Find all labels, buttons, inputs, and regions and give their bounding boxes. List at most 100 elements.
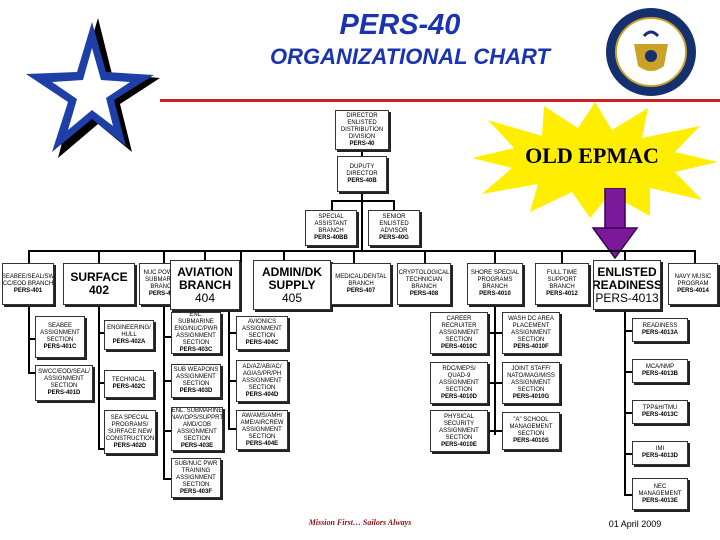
section-wash-dc-placement: WASH DC AREA PLACEMENT ASSIGNMENT SECTIO… <box>502 312 560 354</box>
node-text: TPP&H/TMU <box>642 405 678 411</box>
connector-line <box>353 250 355 263</box>
node-text: SUB WEAPONS ASSIGNMENT SECTION <box>173 367 219 387</box>
node-code: PERS-402C <box>112 384 146 390</box>
node-code: PERS-4014 <box>677 287 709 294</box>
section-engineering-hull: ENGINEERING/ HULL PERS-402A <box>104 320 154 350</box>
connector-line <box>98 448 104 450</box>
connector-line <box>240 250 242 263</box>
connector-line <box>624 494 632 496</box>
node-text: JOINT STAFF/ NATO/MAG/MISS ASSIGNMENT SE… <box>507 365 555 393</box>
node-code: PERS-4013A <box>641 330 679 336</box>
node-code: PERS-401C <box>43 344 77 350</box>
connector-line <box>488 332 502 334</box>
branch-enlisted-readiness: ENLISTED READINESS PERS-4013 <box>593 260 661 310</box>
node-text: SENIOR ENLISTED ADVISOR <box>379 214 409 234</box>
node-code: PERS-4013 <box>595 290 659 305</box>
connector-line <box>163 336 171 338</box>
connector-line <box>494 305 496 435</box>
node-text: AW/AMS/AMH/ AME/AIRCREW ASSIGNMENT SECTI… <box>240 412 284 440</box>
node-text: SEABEE/SEAL/SW CC/EOD BRANCH <box>2 273 54 287</box>
connector-line <box>204 250 206 263</box>
node-code: PERS-403F <box>179 488 212 495</box>
connector-line <box>98 250 100 263</box>
starburst-callout-icon <box>472 102 718 218</box>
branch-cryptological: CRYPTOLOGICAL TECHNICIAN BRANCH PERS-408 <box>397 263 451 305</box>
node-text: ENGINEERING/ HULL <box>107 324 151 338</box>
section-nec-management: NEC MANAGEMENT PERS-4013E <box>632 478 688 510</box>
section-aw-ams-amh: AW/AMS/AMH/ AME/AIRCREW ASSIGNMENT SECTI… <box>236 410 288 450</box>
section-imi: IMI PERS-4013D <box>632 441 688 465</box>
branch-medical-dental: MEDICAL/DENTAL BRANCH PERS-407 <box>331 263 391 305</box>
section-sub-eng-nuc-pwr: ENL. SUBMARINE ENG/NUC/PWR ASSIGNMENT SE… <box>171 312 221 354</box>
node-text: SPECIAL ASSISTANT BRANCH <box>314 214 348 234</box>
node-text: SUB/NUC PWR TRAINING ASSIGNMENT SECTION <box>174 460 218 488</box>
star-logo-icon <box>26 18 160 158</box>
section-sea-special-programs: SEA SPECIAL PROGRAMS/ SURFACE NEW CONSTR… <box>104 410 156 454</box>
footer-date: 01 April 2009 <box>608 519 662 529</box>
node-code: PERS-4013B <box>641 371 679 377</box>
node-text: AVIATION BRANCH <box>177 264 233 292</box>
node-code: PERS-404E <box>245 440 279 447</box>
section-career-recruiter: CAREER RECRUITER ASSIGNMENT SECTION PERS… <box>430 312 488 354</box>
connector-line <box>163 380 171 382</box>
connector-line <box>361 192 363 250</box>
connector-line <box>228 310 230 430</box>
node-code: 402 <box>88 283 110 297</box>
connector-line <box>393 200 395 210</box>
node-code: PERS-404C <box>245 340 279 346</box>
connector-line <box>494 250 496 263</box>
section-sub-nuc-training: SUB/NUC PWR TRAINING ASSIGNMENT SECTION … <box>171 458 221 498</box>
node-code: PERS-4010G <box>512 393 550 400</box>
node-code: PERS-4010 <box>479 291 511 297</box>
branch-navy-music: NAVY MUSIC PROGRAM PERS-4014 <box>668 263 718 305</box>
node-senior-advisor: SENIOR ENLISTED ADVISOR PERS-40G <box>368 210 420 246</box>
node-code: PERS-4013E <box>642 497 678 504</box>
node-code: PERS-407 <box>346 287 376 294</box>
connector-line <box>163 250 165 263</box>
node-text: SURFACE <box>70 270 128 284</box>
navy-seal-logo-icon <box>606 8 696 96</box>
connector-line <box>331 200 333 210</box>
node-text: ENL. SUBMARINE ENG/NUC/PWR ASSIGNMENT SE… <box>174 312 218 346</box>
node-text: RDC/MEPS/ QUAD-9 ASSIGNMENT SECTION <box>439 365 479 393</box>
connector-line <box>28 372 35 374</box>
connector-line <box>561 250 563 263</box>
section-a-school-management: "A" SCHOOL MANAGEMENT SECTION PERS-4010S <box>502 412 560 450</box>
connector-line <box>624 412 632 414</box>
connector-line <box>228 428 236 430</box>
node-text: DIRECTOR ENLISTED DISTRIBUTION DIVISION <box>340 112 384 140</box>
node-text: SEABEE ASSIGNMENT SECTION <box>40 323 80 343</box>
connector-line <box>28 338 35 340</box>
node-code: PERS-4010E <box>441 441 477 448</box>
node-code: PERS-4010F <box>513 343 549 350</box>
node-code: PERS-40B <box>347 177 377 184</box>
connector-line <box>283 250 285 263</box>
connector-line <box>694 250 696 263</box>
connector-line <box>424 250 426 263</box>
node-text: NAVY MUSIC PROGRAM <box>674 273 712 287</box>
section-mca-nmp: MCA/NMP PERS-4013B <box>632 359 688 383</box>
node-text: SEA SPECIAL PROGRAMS/ SURFACE NEW CONSTR… <box>105 414 155 442</box>
node-code: PERS-403E <box>180 443 214 449</box>
arrow-down-icon <box>591 188 639 260</box>
node-deputy-director: DUPUTY DIRECTOR PERS-40B <box>337 156 387 192</box>
node-code: PERS-4012 <box>546 291 578 297</box>
node-text: NEC MANAGEMENT <box>638 483 682 497</box>
section-swcc-eod-seal: SWCC/EOD/SEAL/ ASSIGNMENT SECTION PERS-4… <box>35 365 93 401</box>
node-code: 405 <box>281 290 303 305</box>
node-code: PERS-40 <box>349 140 375 147</box>
node-text: FULL TIME SUPPORT BRANCH <box>546 270 578 290</box>
callout-label: OLD EPMAC <box>525 143 659 168</box>
node-code: PERS-4010D <box>440 393 478 400</box>
node-code: PERS-40BB <box>314 235 348 241</box>
connector-line <box>228 380 236 382</box>
section-physical-security: PHYSICAL SECURITY ASSIGNMENT SECTION PER… <box>430 410 488 452</box>
node-code: PERS-403C <box>179 347 213 353</box>
connector-line <box>331 200 395 202</box>
footer-motto: Mission First… Sailors Always <box>308 518 412 527</box>
connector-line <box>488 430 502 432</box>
node-text: ADMIN/DK SUPPLY <box>262 264 322 292</box>
node-code: PERS-404D <box>245 391 279 398</box>
connector-line <box>624 371 632 373</box>
node-code: PERS-4013D <box>641 453 679 459</box>
